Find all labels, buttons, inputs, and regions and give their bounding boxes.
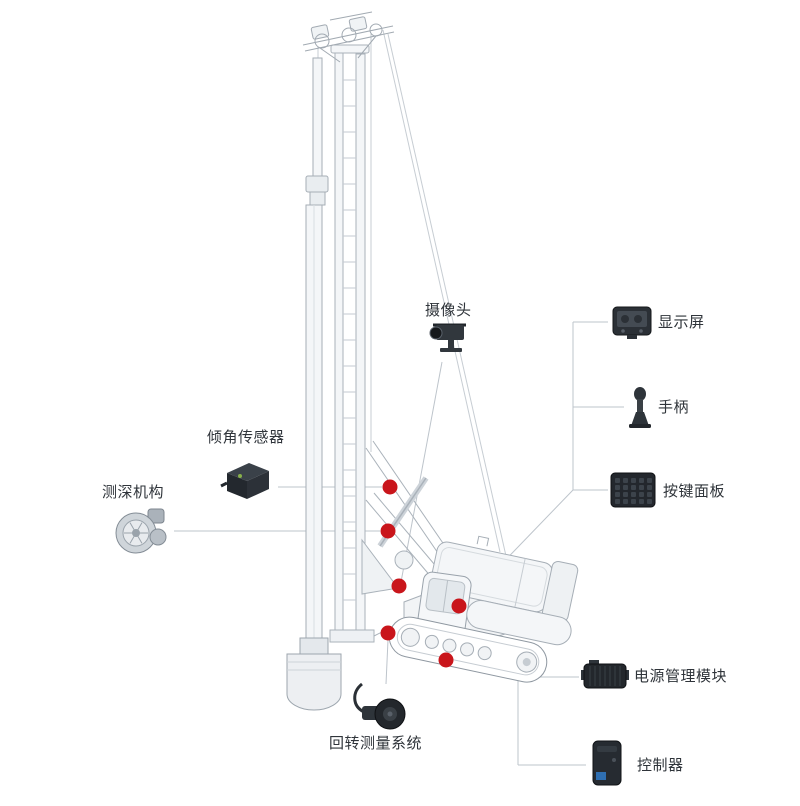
kelly-swivel (305, 175, 329, 193)
marker-tilt-sensor (382, 479, 398, 495)
connector-camera (400, 361, 443, 583)
label-power-module: 电源管理模块 (634, 667, 727, 685)
label-display: 显示屏 (658, 313, 705, 331)
label-keypad-text: 按键面板 (663, 482, 726, 500)
far-track (466, 600, 572, 646)
label-joystick: 手柄 (658, 398, 689, 416)
rotary-encoder-icon (353, 682, 406, 730)
exhaust (476, 535, 490, 547)
power-module-icon (581, 660, 629, 689)
controller-icon (592, 740, 622, 786)
marker-depth-mechanism (380, 523, 396, 539)
label-camera: 摄像头 (425, 301, 472, 319)
display-icon (612, 306, 652, 339)
mast (329, 44, 411, 643)
label-controller: 控制器 (637, 756, 684, 774)
connector-right-bracket (572, 321, 624, 491)
label-power-module-text: 电源管理模块 (634, 667, 728, 685)
marker-cab-controls (451, 598, 467, 614)
mast-rungs (343, 79, 356, 601)
marker-camera (391, 578, 407, 594)
drill-bucket (286, 637, 342, 711)
label-camera-text: 摄像头 (425, 301, 472, 319)
tilt-sensor-icon (220, 463, 269, 499)
depth-mechanism-icon (115, 508, 167, 554)
label-joystick-text: 手柄 (658, 398, 690, 416)
label-depth-mechanism: 测深机构 (102, 483, 164, 501)
label-tilt-sensor-text: 倾角传感器 (207, 428, 285, 446)
component-markers (380, 479, 467, 668)
camera-icon (429, 323, 466, 352)
road-wheel (460, 642, 475, 657)
label-display-text: 显示屏 (658, 313, 705, 331)
connector-rotary-system (385, 639, 389, 685)
label-controller-text: 控制器 (637, 756, 684, 774)
mast-foot (329, 629, 375, 643)
label-depth-mechanism-text: 测深机构 (102, 483, 165, 501)
label-keypad: 按键面板 (663, 482, 725, 500)
road-wheel (477, 646, 492, 661)
kelly-bar (305, 57, 329, 642)
keypad-icon (610, 472, 656, 508)
marker-rotary-system (380, 625, 396, 641)
label-rotary-system: 回转测量系统 (329, 734, 422, 752)
drilling-rig (286, 11, 579, 711)
road-wheel (424, 634, 439, 649)
idler-wheel (400, 627, 420, 647)
marker-power-controller (438, 652, 454, 668)
mast-head-pulleys (302, 11, 395, 63)
joystick-icon (629, 387, 651, 428)
label-tilt-sensor: 倾角传感器 (207, 428, 285, 446)
cables (317, 29, 507, 557)
label-rotary-system-text: 回转测量系统 (329, 734, 423, 752)
road-wheel (442, 638, 457, 653)
